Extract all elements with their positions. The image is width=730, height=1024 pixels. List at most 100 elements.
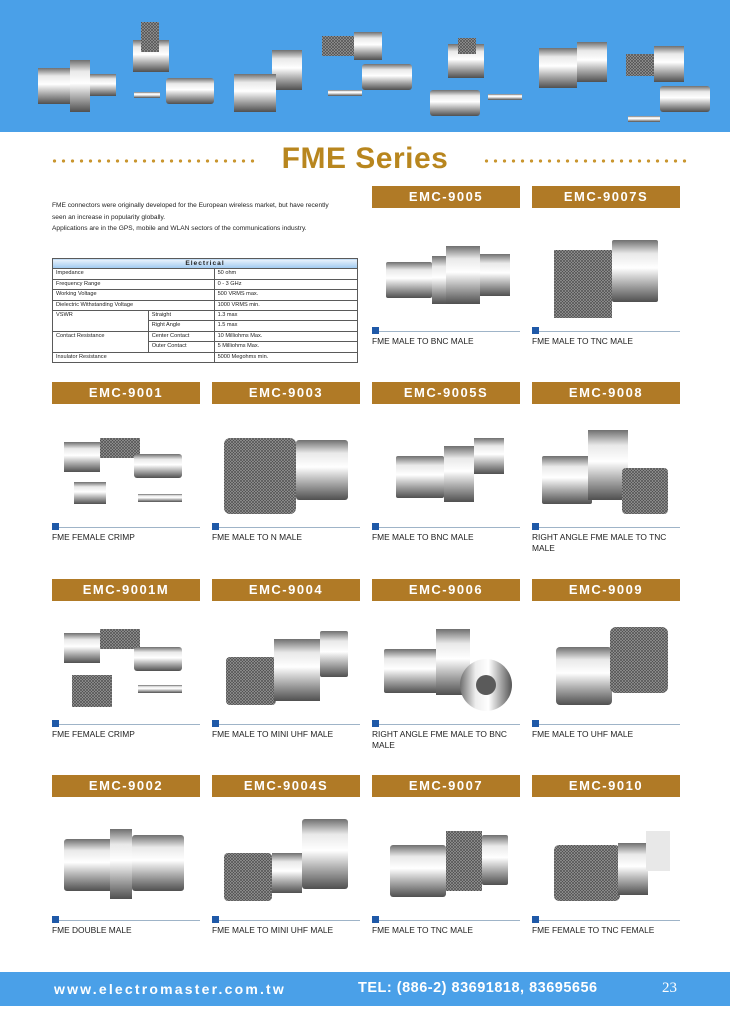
spec-label: Impedance bbox=[52, 268, 215, 280]
marker-square bbox=[372, 523, 379, 530]
spec-label: Dielectric Withstanding Voltage bbox=[52, 299, 215, 312]
page-number: 23 bbox=[662, 980, 677, 996]
product-card-emc-9003[interactable]: EMC-9003 FME MALE TO N MALE bbox=[212, 382, 360, 542]
divider-dots bbox=[482, 159, 688, 163]
product-description: FME MALE TO TNC MALE bbox=[372, 925, 473, 935]
product-card-emc-9007[interactable]: EMC-9007 FME MALE TO TNC MALE bbox=[372, 775, 520, 935]
connector-photo bbox=[133, 22, 169, 72]
marker-square bbox=[532, 327, 539, 334]
connector-photo bbox=[390, 831, 508, 897]
product-code: EMC-9002 bbox=[52, 775, 200, 797]
divider-line bbox=[372, 724, 520, 725]
connector-photo bbox=[384, 629, 512, 711]
product-description: RIGHT ANGLE FME MALE TO BNC MALE bbox=[372, 729, 507, 750]
header-banner bbox=[0, 0, 730, 132]
spec-heading: Electrical bbox=[52, 257, 358, 270]
spec-sublabel: Outer Contact bbox=[147, 341, 215, 353]
divider-line bbox=[212, 920, 360, 921]
connector-photo bbox=[64, 829, 184, 899]
connector-photo bbox=[226, 631, 348, 705]
connector-photo bbox=[542, 430, 668, 514]
connector-photo bbox=[386, 246, 510, 304]
intro-line: seen an increase in popularity globally. bbox=[52, 213, 166, 221]
product-description: FME MALE TO MINI UHF MALE bbox=[212, 729, 334, 739]
product-card-emc-9002[interactable]: EMC-9002 FME DOUBLE MALE bbox=[52, 775, 200, 935]
footer-bar: www.electromaster.com.tw TEL: (886-2) 83… bbox=[0, 972, 730, 1006]
product-code: EMC-9003 bbox=[212, 382, 360, 404]
connector-photo bbox=[626, 46, 710, 122]
spec-sublabel: Center Contact bbox=[147, 330, 215, 343]
connector-photo bbox=[38, 60, 116, 112]
product-card-emc-9005s[interactable]: EMC-9005S FME MALE TO BNC MALE bbox=[372, 382, 520, 542]
connector-photo bbox=[430, 38, 522, 116]
product-card-emc-9004[interactable]: EMC-9004 FME MALE TO MINI UHF MALE bbox=[212, 579, 360, 739]
marker-square bbox=[212, 523, 219, 530]
connector-photo bbox=[322, 32, 412, 96]
divider-line bbox=[532, 331, 680, 332]
product-code: EMC-9008 bbox=[532, 382, 680, 404]
product-code: EMC-9001M bbox=[52, 579, 200, 601]
product-description: RIGHT ANGLE FME MALE TO TNC MALE bbox=[532, 532, 667, 553]
spec-value: 1.3 max bbox=[213, 310, 359, 322]
product-card-emc-9010[interactable]: EMC-9010 FME FEMALE TO TNC FEMALE bbox=[532, 775, 680, 935]
marker-square bbox=[532, 523, 539, 530]
spec-value: 5000 Megohms min. bbox=[213, 351, 359, 364]
product-description: FME FEMALE TO TNC FEMALE bbox=[532, 925, 655, 935]
spec-label: Frequency Range bbox=[52, 278, 215, 291]
spec-value: 1.5 max bbox=[213, 320, 359, 332]
marker-square bbox=[372, 916, 379, 923]
spec-label: Insulator Resistance bbox=[52, 351, 215, 364]
website-link[interactable]: www.electromaster.com.tw bbox=[54, 981, 287, 997]
product-code: EMC-9007S bbox=[532, 186, 680, 208]
crimp-sleeve-photo bbox=[134, 78, 214, 104]
product-card-emc-9001m[interactable]: EMC-9001M FME FEMALE CRIMP bbox=[52, 579, 200, 739]
marker-square bbox=[372, 327, 379, 334]
product-description: FME FEMALE CRIMP bbox=[52, 532, 135, 542]
product-card-emc-9005[interactable]: EMC-9005 FME MALE TO BNC MALE bbox=[372, 186, 520, 346]
product-card-emc-9004s[interactable]: EMC-9004S FME MALE TO MINI UHF MALE bbox=[212, 775, 360, 935]
divider-line bbox=[372, 527, 520, 528]
spec-value: 5 Milliohms Max. bbox=[213, 341, 359, 353]
product-card-emc-9008[interactable]: EMC-9008 RIGHT ANGLE FME MALE TO TNC MAL… bbox=[532, 382, 680, 553]
connector-photo bbox=[539, 42, 607, 88]
spec-label: Working Voltage bbox=[52, 289, 215, 301]
product-card-emc-9001[interactable]: EMC-9001 FME FEMALE CRIMP bbox=[52, 382, 200, 542]
connector-photo bbox=[224, 819, 348, 901]
marker-square bbox=[212, 720, 219, 727]
series-title: FME Series bbox=[281, 142, 449, 175]
product-card-emc-9009[interactable]: EMC-9009 FME MALE TO UHF MALE bbox=[532, 579, 680, 739]
divider-line bbox=[212, 724, 360, 725]
connector-photo bbox=[64, 629, 182, 707]
marker-square bbox=[52, 720, 59, 727]
spec-value: 0 - 3 GHz bbox=[213, 278, 359, 291]
divider-line bbox=[212, 527, 360, 528]
connector-photo bbox=[64, 438, 182, 504]
divider-line bbox=[532, 527, 680, 528]
product-description: FME MALE TO UHF MALE bbox=[532, 729, 634, 739]
connector-photo bbox=[396, 438, 504, 502]
intro-line: FME connectors were originally developed… bbox=[52, 202, 329, 209]
connector-photo bbox=[554, 240, 658, 318]
connector-photo bbox=[556, 627, 668, 705]
marker-square bbox=[52, 916, 59, 923]
product-code: EMC-9006 bbox=[372, 579, 520, 601]
series-title-row: FME Series bbox=[40, 142, 690, 178]
product-card-emc-9007s[interactable]: EMC-9007S FME MALE TO TNC MALE bbox=[532, 186, 680, 346]
divider-line bbox=[372, 920, 520, 921]
divider-line bbox=[532, 724, 680, 725]
divider-line bbox=[52, 527, 200, 528]
product-description: FME DOUBLE MALE bbox=[52, 925, 132, 935]
marker-square bbox=[52, 523, 59, 530]
intro-text: FME connectors were originally developed… bbox=[52, 200, 364, 235]
connector-photo bbox=[554, 831, 670, 901]
spec-value: 10 Milliohms Max. bbox=[213, 330, 359, 343]
telephone-text: TEL: (886-2) 83691818, 83695656 bbox=[358, 980, 598, 996]
divider-line bbox=[52, 724, 200, 725]
marker-square bbox=[372, 720, 379, 727]
product-card-emc-9006[interactable]: EMC-9006 RIGHT ANGLE FME MALE TO BNC MAL… bbox=[372, 579, 520, 750]
intro-line: Applications are in the GPS, mobile and … bbox=[52, 225, 307, 233]
